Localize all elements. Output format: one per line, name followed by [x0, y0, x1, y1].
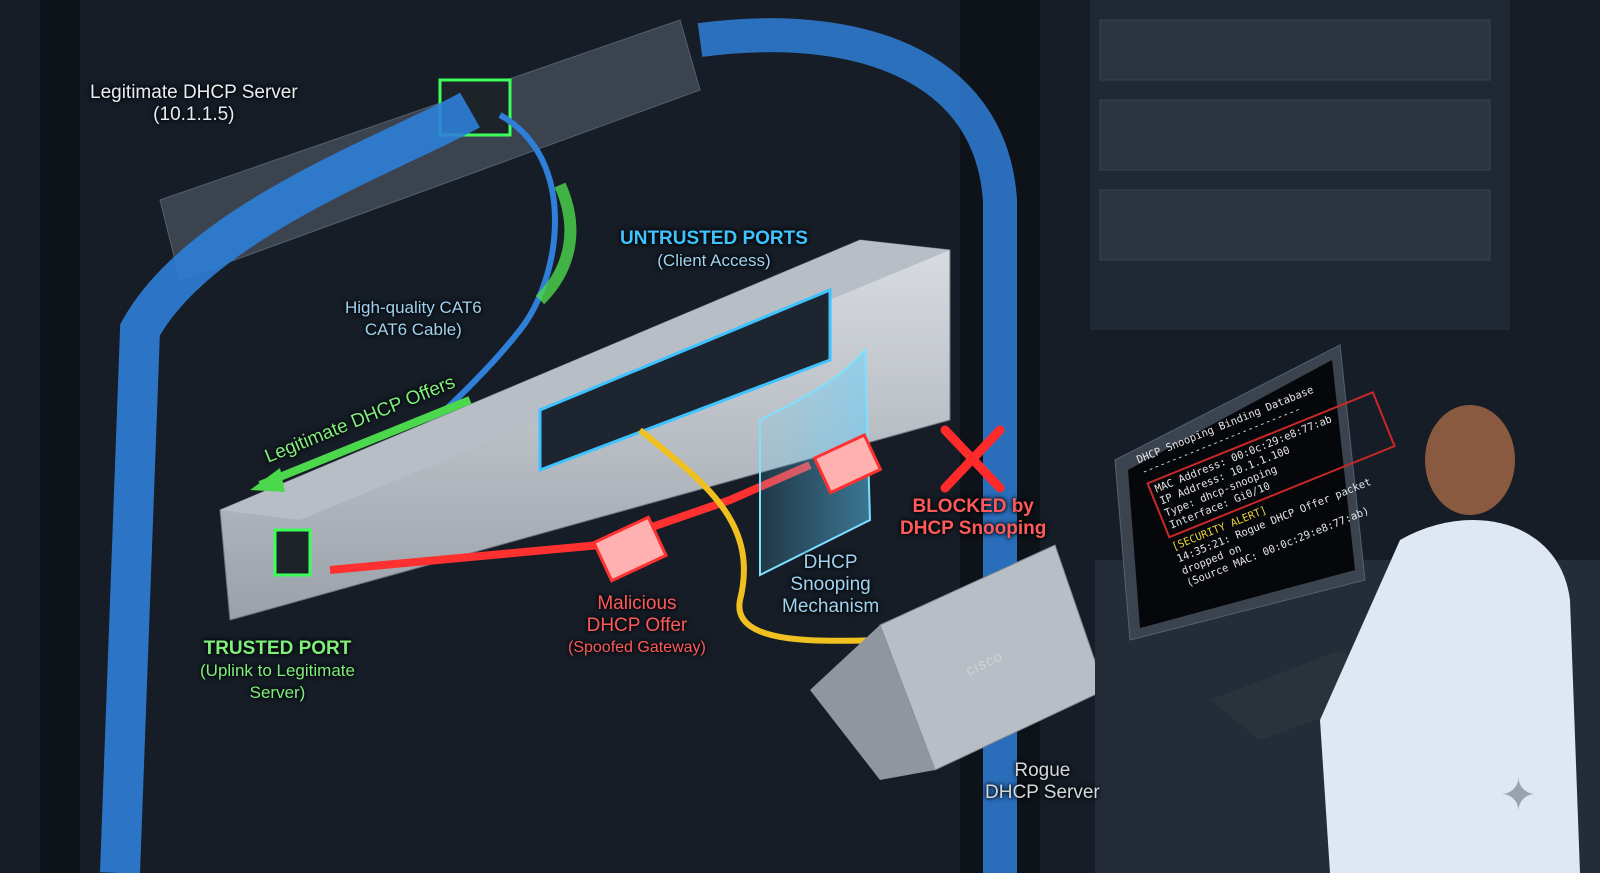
blocked-x-icon: [940, 425, 1005, 493]
legit-server-label: Legitimate DHCP Server (10.1.1.5): [90, 82, 298, 126]
blocked-line2: DHCP Snooping: [900, 518, 1047, 539]
trusted-line2: (Uplink to Legitimate: [200, 661, 355, 680]
legit-server-ip: (10.1.1.5): [153, 104, 235, 125]
cable-label: High-quality CAT6 CAT6 Cable): [345, 297, 482, 341]
trusted-line3: Server): [249, 683, 306, 702]
operator-head: [1425, 405, 1515, 515]
untrusted-title: UNTRUSTED PORTS: [620, 228, 808, 249]
untrusted-ports-panel: [538, 287, 832, 473]
rogue-label: Rogue DHCP Server: [985, 760, 1100, 804]
malicious-envelope-icon: [591, 515, 669, 583]
sparkle-icon: ✦: [1500, 771, 1537, 820]
cable-line1: High-quality CAT6: [345, 298, 482, 317]
untrusted-sub: (Client Access): [657, 251, 771, 270]
mechanism-line3: Mechanism: [782, 596, 880, 617]
trusted-port-label: TRUSTED PORT (Uplink to Legitimate Serve…: [200, 638, 355, 704]
legit-offer-arrow: [258, 396, 472, 489]
untrusted-ports-label: UNTRUSTED PORTS (Client Access): [620, 228, 808, 272]
legit-server-title: Legitimate DHCP Server: [90, 82, 298, 103]
cable-bundle-right: [697, 18, 1017, 873]
blocked-envelope-icon: [812, 432, 883, 495]
trusted-port: [273, 528, 312, 577]
mechanism-line2: Snooping: [790, 574, 871, 595]
malicious-line3: (Spoofed Gateway): [568, 639, 706, 656]
rogue-line2: DHCP Server: [985, 782, 1100, 803]
rogue-cable: [638, 427, 891, 644]
rack-rail-left: [40, 0, 80, 873]
blocked-line1: BLOCKED by: [912, 496, 1034, 517]
mechanism-label: DHCP Snooping Mechanism: [782, 552, 879, 618]
cable-bundle-left: [100, 92, 480, 873]
operator: [1320, 520, 1580, 873]
mechanism-line1: DHCP: [803, 552, 858, 573]
blocked-label: BLOCKED by DHCP Snooping: [900, 496, 1046, 540]
trusted-title: TRUSTED PORT: [203, 638, 352, 659]
cable-line2: CAT6 Cable): [364, 320, 462, 339]
malicious-label: Malicious DHCP Offer (Spoofed Gateway): [568, 593, 706, 659]
malicious-line1: Malicious: [597, 593, 677, 614]
malicious-line2: DHCP Offer: [586, 615, 688, 636]
rogue-line1: Rogue: [1014, 760, 1071, 781]
